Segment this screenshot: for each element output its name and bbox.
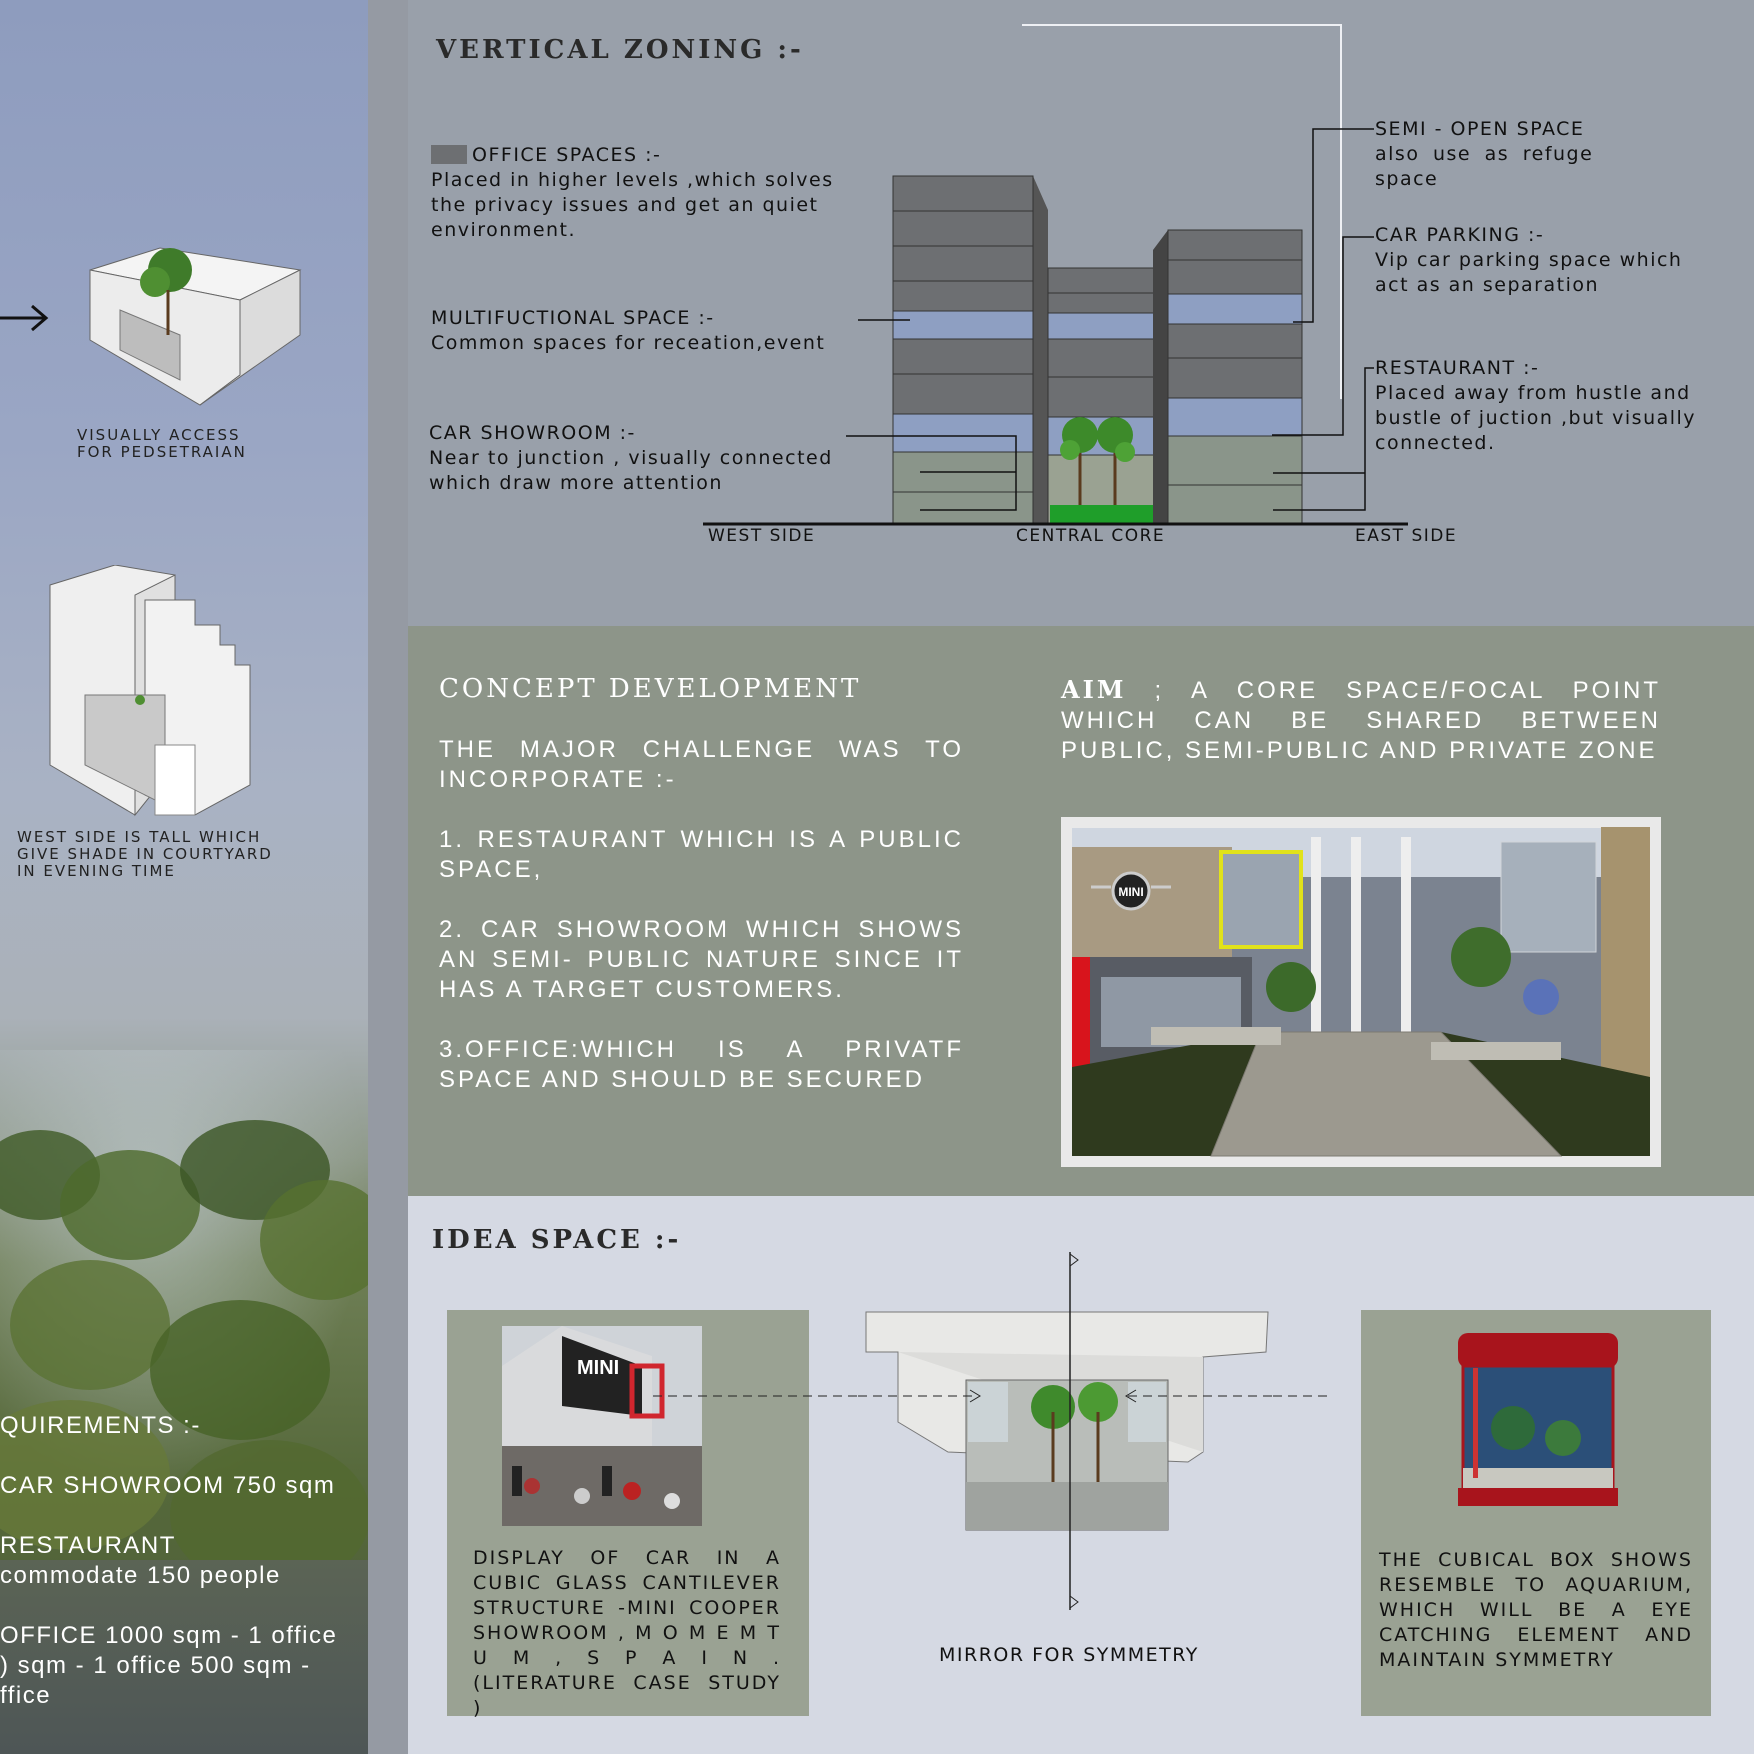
office-swatch xyxy=(431,145,467,164)
concept-p1: THE MAJOR CHALLENGE WAS TO INCORPORATE :… xyxy=(439,736,964,793)
concept-p4: 3.OFFICE:WHICH IS A PRIVATF SPACE AND SH… xyxy=(439,1036,964,1093)
left-photo-sign: MINI xyxy=(577,1357,619,1379)
east-side-label: EAST SIDE xyxy=(1355,526,1458,546)
semi-desc: also use as refuge space xyxy=(1375,143,1594,190)
parking-desc-2: act as an separation xyxy=(1375,274,1600,296)
idea-left-box: MINI DISPLAY OF CAR IN A CUBIC GLASS CAN… xyxy=(447,1310,809,1719)
west-side-label: WEST SIDE xyxy=(708,526,816,546)
aim-label: AIM xyxy=(1061,675,1127,704)
mini-showroom-photo: MINI xyxy=(502,1326,702,1526)
arrow-right-icon xyxy=(0,304,49,332)
req-restaurant-capacity: commodate 150 people xyxy=(0,1562,281,1589)
concept-title: CONCEPT DEVELOPMENT xyxy=(439,674,862,704)
requirements-title: QUIREMENTS :- xyxy=(0,1412,201,1439)
caption2-line3: IN EVENING TIME xyxy=(17,862,176,880)
west-block xyxy=(892,175,1048,526)
mirror-symmetry-diagram xyxy=(858,1252,1278,1610)
restaurant-desc-1: Placed away from hustle and xyxy=(1375,382,1691,404)
idea-right-caption: THE CUBICAL BOX SHOWS RESEMBLE TO AQUARI… xyxy=(1379,1549,1693,1671)
frame-corner xyxy=(1022,24,1342,399)
central-core-label: CENTRAL CORE xyxy=(1016,526,1166,546)
road xyxy=(0,1560,368,1754)
caption1-line2: FOR PEDSETRAIAN xyxy=(77,443,247,461)
showroom-desc-2: which draw more attention xyxy=(429,472,723,494)
multi-title: MULTIFUCTIONAL SPACE :- xyxy=(431,307,715,329)
caption1-line1: VISUALLY ACCESS xyxy=(77,426,241,444)
idea-left-caption: DISPLAY OF CAR IN A CUBIC GLASS CANTILEV… xyxy=(473,1547,781,1719)
req-office-2: ) sqm - 1 office 500 sqm - xyxy=(0,1652,311,1679)
office-title: OFFICE SPACES :- xyxy=(472,144,662,166)
idea-space-panel: IDEA SPACE :- MINI DISPLAY OF CAR IN A C… xyxy=(408,1196,1754,1754)
semi-title: SEMI - OPEN SPACE xyxy=(1375,118,1585,140)
restaurant-desc-3: connected. xyxy=(1375,432,1496,454)
caption2-line2: GIVE SHADE IN COURTYARD xyxy=(17,845,273,863)
showroom-title: CAR SHOWROOM :- xyxy=(429,422,636,444)
restaurant-desc-2: bustle of juction ,but visually xyxy=(1375,407,1697,429)
central-block xyxy=(1047,267,1169,526)
divider xyxy=(368,0,408,1754)
aim-text: ; A CORE SPACE/FOCAL POINT WHICH CAN BE … xyxy=(1061,677,1661,764)
office-desc-2: the privacy issues and get an quiet xyxy=(431,194,819,216)
left-panel: VISUALLY ACCESS FOR PEDSETRAIAN WEST SID… xyxy=(0,0,368,1754)
office-desc-1: Placed in higher levels ,which solves xyxy=(431,169,834,191)
aquarium-photo xyxy=(1458,1333,1618,1506)
mirror-caption: MIRROR FOR SYMMETRY xyxy=(939,1644,1199,1666)
idea-title: IDEA SPACE :- xyxy=(432,1225,682,1255)
dashed-arrow-right-extension xyxy=(1273,1395,1333,1397)
req-office-3: ffice xyxy=(0,1682,52,1709)
east-block xyxy=(1153,229,1303,526)
vertical-zoning-panel: VERTICAL ZONING :- OFFICE SPACES :- Plac… xyxy=(408,0,1754,626)
req-office: OFFICE 1000 sqm - 1 office xyxy=(0,1622,338,1649)
multi-desc: Common spaces for receation,event xyxy=(431,332,826,354)
vertical-zoning-title: VERTICAL ZONING :- xyxy=(436,35,804,65)
courtyard-render: MINI xyxy=(1061,817,1661,1167)
concept-p2: 1. RESTAURANT WHICH IS A PUBLIC SPACE, xyxy=(439,826,964,883)
concept-panel: CONCEPT DEVELOPMENT THE MAJOR CHALLENGE … xyxy=(408,626,1754,1196)
courtyard-block-sketch xyxy=(89,247,302,406)
parking-title: CAR PARKING :- xyxy=(1375,224,1545,246)
idea-right-box: THE CUBICAL BOX SHOWS RESEMBLE TO AQUARI… xyxy=(1361,1310,1711,1716)
dashed-arrow-left-extension xyxy=(653,1395,863,1397)
showroom-desc-1: Near to junction , visually connected xyxy=(429,447,833,469)
caption2-line1: WEST SIDE IS TALL WHICH xyxy=(17,828,262,846)
parking-desc-1: Vip car parking space which xyxy=(1375,249,1683,271)
stepped-block-sketch xyxy=(49,565,251,817)
zoning-section-diagram xyxy=(703,128,1408,526)
req-showroom: CAR SHOWROOM 750 sqm xyxy=(0,1472,336,1499)
concept-p3: 2. CAR SHOWROOM WHICH SHOWS AN SEMI- PUB… xyxy=(439,916,964,1003)
office-desc-3: environment. xyxy=(431,219,577,241)
render-sign: MINI xyxy=(1118,885,1143,899)
req-restaurant: RESTAURANT xyxy=(0,1532,176,1559)
restaurant-title: RESTAURANT :- xyxy=(1375,357,1540,379)
core-green xyxy=(1050,505,1166,525)
